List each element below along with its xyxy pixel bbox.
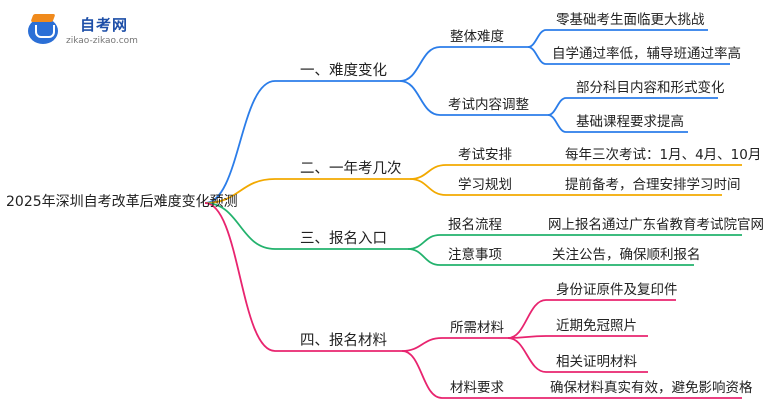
b3-child-2: 注意事项 [448,247,502,263]
connector-b1-c1-l2 [527,46,547,65]
root-topic: 2025年深圳自考改革后难度变化预测 [6,194,238,210]
connector-b2-c2 [409,178,447,196]
b3-c1-leaf-1: 网上报名通过广东省教育考试院官网 [548,217,764,233]
b2-c1-leaf-1: 每年三次考试：1月、4月、10月 [565,147,762,163]
connector-b4-c1 [401,337,443,352]
logo-url: zikao-zikao.com [66,36,138,46]
connector-root-b4 [204,202,276,352]
branch-4-label: 四、报名材料 [300,333,387,349]
b1-c2-leaf-1: 部分科目内容和形式变化 [576,80,725,96]
b1-c1-leaf-2: 自学通过率低，辅导班通过率高 [552,46,741,62]
connector-b2-c1 [409,164,447,180]
graduation-cap-icon [28,18,58,44]
b4-child-1: 所需材料 [450,320,504,336]
connector-root-b2 [204,178,276,204]
b3-child-1: 报名流程 [448,217,502,233]
logo-name: 自考网 [80,16,129,34]
connector-b3-c1 [407,234,441,250]
b4-c1-leaf-1: 身份证原件及复印件 [556,282,678,298]
branch-3-label: 三、报名入口 [300,231,387,247]
site-logo: 自考网 zikao-zikao.com [28,12,138,52]
connector-root-b3 [204,202,276,250]
b2-child-2: 学习规划 [458,177,512,193]
connector-b4-c1-l1 [507,299,547,339]
b4-c1-leaf-3: 相关证明材料 [556,354,637,370]
connector-b3-c2 [407,248,441,266]
b2-c2-leaf-1: 提前备考，合理安排学习时间 [565,177,741,193]
connector-b1-c2-l2 [547,114,567,133]
b1-c1-leaf-1: 零基础考生面临更大挑战 [556,12,705,28]
b4-c2-leaf-1: 确保材料真实有效，避免影响资格 [550,380,753,396]
connector-root-b1 [204,80,276,204]
connector-b1-c1 [399,46,441,82]
b3-c2-leaf-1: 关注公告，确保顺利报名 [552,247,701,263]
branch-2-label: 二、一年考几次 [300,161,402,177]
b4-child-2: 材料要求 [450,380,504,396]
connector-b1-c1-l1 [527,29,547,48]
b1-child-1: 整体难度 [450,29,504,45]
branch-1-label: 一、难度变化 [300,63,387,79]
connector-b4-c1-l3 [507,337,547,373]
b4-c1-leaf-2: 近期免冠照片 [556,318,637,334]
b1-child-2: 考试内容调整 [448,97,529,113]
b2-child-1: 考试安排 [458,147,512,163]
connector-b1-c2 [399,80,441,116]
connector-b4-c2 [401,350,443,399]
connector-b1-c2-l1 [547,97,567,116]
b1-c2-leaf-2: 基础课程要求提高 [576,114,684,130]
